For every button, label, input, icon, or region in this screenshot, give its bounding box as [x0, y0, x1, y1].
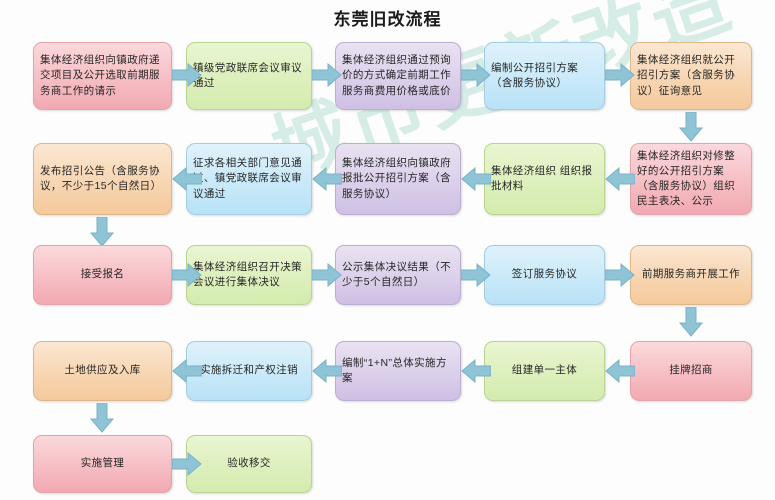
arrow-right-1-2 [172, 63, 202, 87]
arrow-right-13-14 [461, 263, 491, 287]
flow-node-9-label: 征求各相关部门意见通过、镇党政联席会议审议通过 [193, 157, 302, 200]
flow-node-20-label: 土地供应及入库 [64, 364, 141, 377]
flow-node-2-label: 镇级党政联席会议审议通过 [193, 61, 302, 89]
flow-node-6-label: 集体经济组织对修整好的公开招引方案（含服务协议）组织民主表决、公示 [637, 149, 736, 208]
flow-node-13[interactable]: 公示集体决议结果（不少于5个自然日） [335, 245, 461, 305]
flow-node-4-label: 编制公开招引方案（含服务协议） [491, 61, 579, 89]
flow-node-11-label: 接受报名 [80, 268, 125, 281]
flow-node-16[interactable]: 挂牌招商 [630, 341, 752, 401]
flow-node-5-label: 集体经济组织就公开招引方案（含服务协议）征询意见 [637, 54, 736, 97]
flow-node-3-label: 集体经济组织通过预询价的方式确定前期工作服务商费用价格或底价 [342, 54, 451, 97]
arrow-down-15-16 [679, 307, 703, 337]
flow-node-17[interactable]: 组建单一主体 [484, 341, 605, 401]
flow-node-21-label: 实施管理 [80, 457, 125, 470]
flow-node-8-label: 集体经济组织向镇政府报批公开招引方案（含服务协议） [342, 157, 451, 200]
flow-node-2[interactable]: 镇级党政联席会议审议通过 [186, 42, 312, 110]
flow-node-19-label: 实施拆迁和产权注销 [199, 364, 299, 377]
flow-node-20[interactable]: 土地供应及入库 [33, 341, 172, 401]
flow-node-16-label: 挂牌招商 [669, 364, 713, 377]
flow-node-14-label: 签订服务协议 [511, 268, 578, 281]
arrow-right-12-13 [312, 263, 342, 287]
flow-node-7-label: 集体经济组织 组织报批材料 [491, 164, 593, 192]
flow-node-11[interactable]: 接受报名 [33, 245, 172, 305]
flow-node-10[interactable]: 发布招引公告（含服务协议，不少于15个自然日） [33, 143, 172, 215]
arrow-right-11-12 [172, 263, 202, 287]
flow-node-13-label: 公示集体决议结果（不少于5个自然日） [342, 260, 451, 288]
flow-node-15[interactable]: 前期服务商开展工作 [630, 245, 752, 305]
flow-node-1-label: 集体经济组织向镇政府递交项目及公开选取前期服务商工作的请示 [40, 54, 160, 97]
flow-node-22[interactable]: 验收移交 [186, 435, 312, 493]
flow-node-6[interactable]: 集体经济组织对修整好的公开招引方案（含服务协议）组织民主表决、公示 [630, 143, 752, 215]
flow-node-9[interactable]: 征求各相关部门意见通过、镇党政联席会议审议通过 [186, 143, 312, 215]
arrow-right-2-3 [312, 63, 342, 87]
flow-node-12[interactable]: 集体经济组织召开决策会议进行集体决议 [186, 245, 312, 305]
arrow-down-5-6 [679, 112, 703, 142]
flow-node-12-label: 集体经济组织召开决策会议进行集体决议 [193, 260, 302, 288]
arrow-right-3-4 [461, 63, 491, 87]
arrow-left-8-9 [312, 167, 342, 191]
arrow-left-16-17 [605, 359, 635, 383]
flow-node-5[interactable]: 集体经济组织就公开招引方案（含服务协议）征询意见 [630, 42, 752, 110]
flow-node-7[interactable]: 集体经济组织 组织报批材料 [484, 143, 605, 215]
arrow-right-21-22 [172, 452, 202, 476]
flow-node-22-label: 验收移交 [227, 457, 271, 470]
page-title: 东莞旧改流程 [333, 10, 442, 29]
flow-node-4[interactable]: 编制公开招引方案（含服务协议） [484, 42, 605, 110]
arrow-left-6-7 [605, 167, 635, 191]
flow-node-15-label: 前期服务商开展工作 [641, 268, 741, 281]
flow-node-17-label: 组建单一主体 [511, 364, 578, 377]
arrow-right-4-5 [605, 63, 635, 87]
flow-node-18[interactable]: 编制“1+N”总体实施方案 [335, 341, 461, 401]
arrow-down-20-21 [90, 403, 114, 433]
arrow-left-7-8 [461, 167, 491, 191]
flow-node-19[interactable]: 实施拆迁和产权注销 [186, 341, 312, 401]
arrow-left-18-19 [312, 359, 342, 383]
flow-node-18-label: 编制“1+N”总体实施方案 [342, 356, 447, 384]
flow-node-14[interactable]: 签订服务协议 [484, 245, 605, 305]
flow-node-1[interactable]: 集体经济组织向镇政府递交项目及公开选取前期服务商工作的请示 [33, 42, 172, 110]
flow-node-8[interactable]: 集体经济组织向镇政府报批公开招引方案（含服务协议） [335, 143, 461, 215]
flow-node-21[interactable]: 实施管理 [33, 435, 172, 493]
arrow-left-9-10 [172, 167, 202, 191]
flow-node-10-label: 发布招引公告（含服务协议，不少于15个自然日） [40, 164, 162, 192]
flow-node-3[interactable]: 集体经济组织通过预询价的方式确定前期工作服务商费用价格或底价 [335, 42, 461, 110]
arrow-down-10-11 [90, 217, 114, 247]
arrow-left-19-20 [172, 359, 202, 383]
arrow-left-17-18 [461, 359, 491, 383]
arrow-right-14-15 [605, 263, 635, 287]
